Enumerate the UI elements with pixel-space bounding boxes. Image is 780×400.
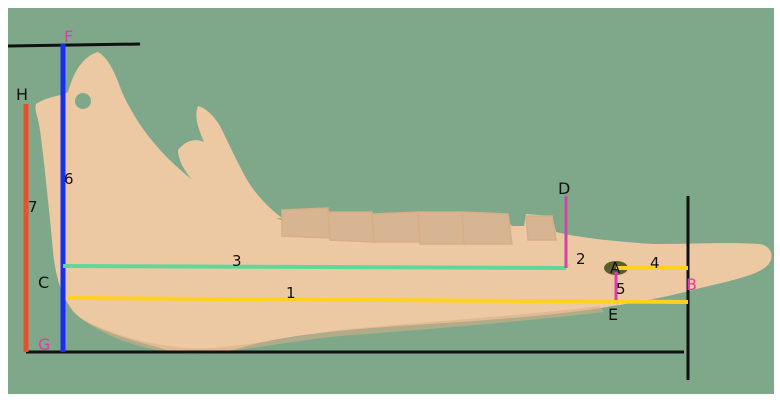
label-C: C [38, 273, 49, 292]
label-F: F [64, 27, 73, 46]
label-G: G [38, 335, 50, 354]
label-1: 1 [286, 284, 296, 302]
label-7: 7 [28, 198, 38, 216]
premolar-2 [462, 212, 512, 244]
label-A: A [610, 259, 621, 277]
molar-2 [328, 212, 374, 242]
label-2: 2 [576, 250, 586, 268]
label-6: 6 [64, 170, 74, 188]
label-E: E [608, 305, 618, 324]
molar-1 [282, 208, 330, 238]
measure-3-green [63, 266, 566, 268]
label-B: B [686, 275, 697, 294]
label-4: 4 [650, 254, 660, 272]
label-D: D [558, 179, 570, 198]
condyle-notch [75, 93, 91, 109]
top-reference-line [8, 44, 140, 46]
premolar-1 [418, 212, 464, 244]
molar-3 [372, 212, 420, 242]
label-3: 3 [232, 252, 242, 270]
label-H: H [16, 85, 28, 104]
canine [526, 216, 556, 240]
label-5: 5 [616, 280, 626, 298]
